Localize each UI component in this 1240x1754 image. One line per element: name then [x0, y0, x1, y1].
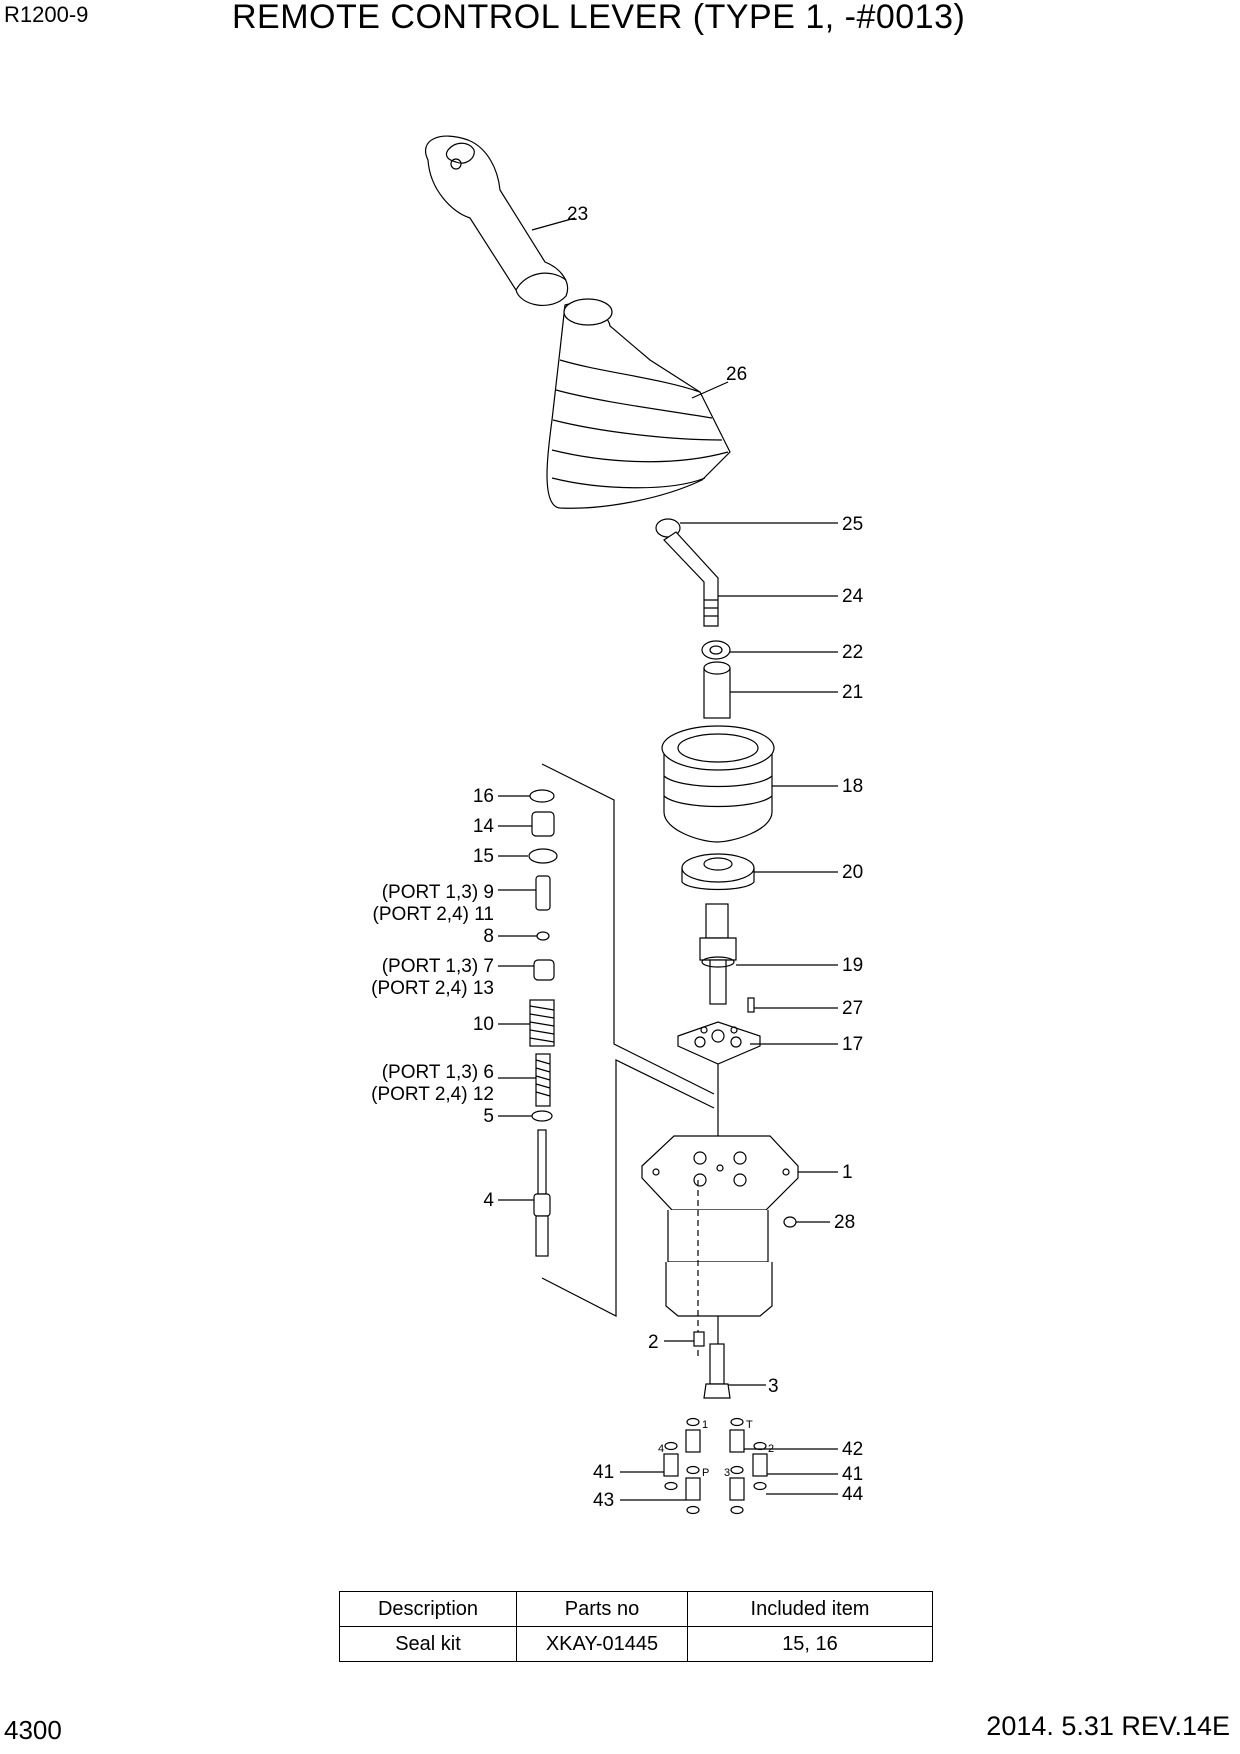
cam-20 [681, 853, 755, 891]
valve-body [641, 1135, 799, 1360]
callout-43: 43 [593, 1490, 614, 1511]
callout-28: 28 [834, 1212, 855, 1233]
callout-7: (PORT 1,3) 7 [382, 956, 494, 977]
callout-12: (PORT 2,4) 12 [371, 1084, 494, 1105]
callout-1: 1 [842, 1162, 853, 1183]
spring-10 [529, 999, 555, 1047]
assembly-bracket [541, 763, 715, 1095]
cell-parts-no: XKAY-01445 [516, 1626, 688, 1662]
coupling-21 [703, 661, 731, 719]
spring-6 [535, 1053, 551, 1107]
callout-4: 4 [483, 1190, 494, 1211]
nut-22 [701, 640, 731, 660]
callout-17: 17 [842, 1034, 863, 1055]
port-mark-t: T [746, 1419, 753, 1431]
callout-10: 10 [473, 1014, 494, 1035]
assembly-bracket-lower [541, 1059, 715, 1317]
page-number: 4300 [4, 1715, 62, 1745]
callout-11: (PORT 2,4) 11 [373, 904, 494, 925]
callout-27: 27 [842, 998, 863, 1019]
callout-19: 19 [842, 955, 863, 976]
callout-25: 25 [842, 514, 863, 535]
plate-18 [661, 725, 775, 843]
callout-41-right: 41 [842, 1464, 863, 1485]
plug-28 [783, 1216, 797, 1228]
callout-14: 14 [473, 816, 495, 837]
table-row: Seal kit XKAY-01445 15, 16 [339, 1626, 933, 1662]
callout-23: 23 [567, 204, 588, 225]
spool-stack [528, 789, 558, 1257]
bolt-3 [703, 1343, 731, 1399]
callout-9: (PORT 1,3) 9 [382, 882, 494, 903]
callout-8: 8 [483, 926, 494, 947]
cell-description: Seal kit [339, 1626, 517, 1662]
seal-kit-table: Description Parts no Included item Seal … [339, 1591, 933, 1662]
callout-41-left: 41 [593, 1462, 614, 1483]
bent-shaft [655, 518, 719, 627]
port-mark-p: P [702, 1467, 709, 1479]
table-header-row: Description Parts no Included item [339, 1591, 933, 1627]
port-mark-1: 1 [702, 1419, 708, 1431]
universal-joint-19 [699, 903, 737, 1005]
callout-42: 42 [842, 1439, 863, 1460]
callout-44: 44 [842, 1484, 864, 1505]
callout-6: (PORT 1,3) 6 [382, 1062, 494, 1083]
cell-included-item: 15, 16 [687, 1626, 933, 1662]
port-mark-3: 3 [724, 1467, 730, 1479]
header-parts-no: Parts no [516, 1591, 688, 1627]
plate-17 [677, 1021, 761, 1065]
rubber-boot [546, 298, 731, 509]
callout-2: 2 [648, 1332, 659, 1353]
pin-27 [747, 997, 755, 1013]
callout-3: 3 [768, 1376, 779, 1397]
callout-20: 20 [842, 862, 863, 883]
page-title: REMOTE CONTROL LEVER (TYPE 1, -#0013) [232, 0, 966, 36]
callout-21: 21 [842, 682, 863, 703]
callout-26: 26 [726, 364, 747, 385]
port-mark-4: 4 [658, 1443, 664, 1455]
callout-5: 5 [483, 1106, 494, 1127]
leader-lines [498, 217, 838, 1501]
callout-16: 16 [473, 786, 494, 807]
callout-24: 24 [842, 586, 864, 607]
port-connectors [663, 1417, 768, 1515]
lever-grip [425, 135, 569, 306]
callout-22: 22 [842, 642, 863, 663]
callout-18: 18 [842, 776, 863, 797]
pin-2 [693, 1331, 705, 1347]
header-description: Description [339, 1591, 517, 1627]
callout-13: (PORT 2,4) 13 [371, 978, 494, 999]
revision-date: 2014. 5.31 REV.14E [986, 1711, 1230, 1741]
model-number: R1200-9 [4, 2, 89, 27]
header-included-item: Included item [687, 1591, 933, 1627]
callout-15: 15 [473, 846, 494, 867]
